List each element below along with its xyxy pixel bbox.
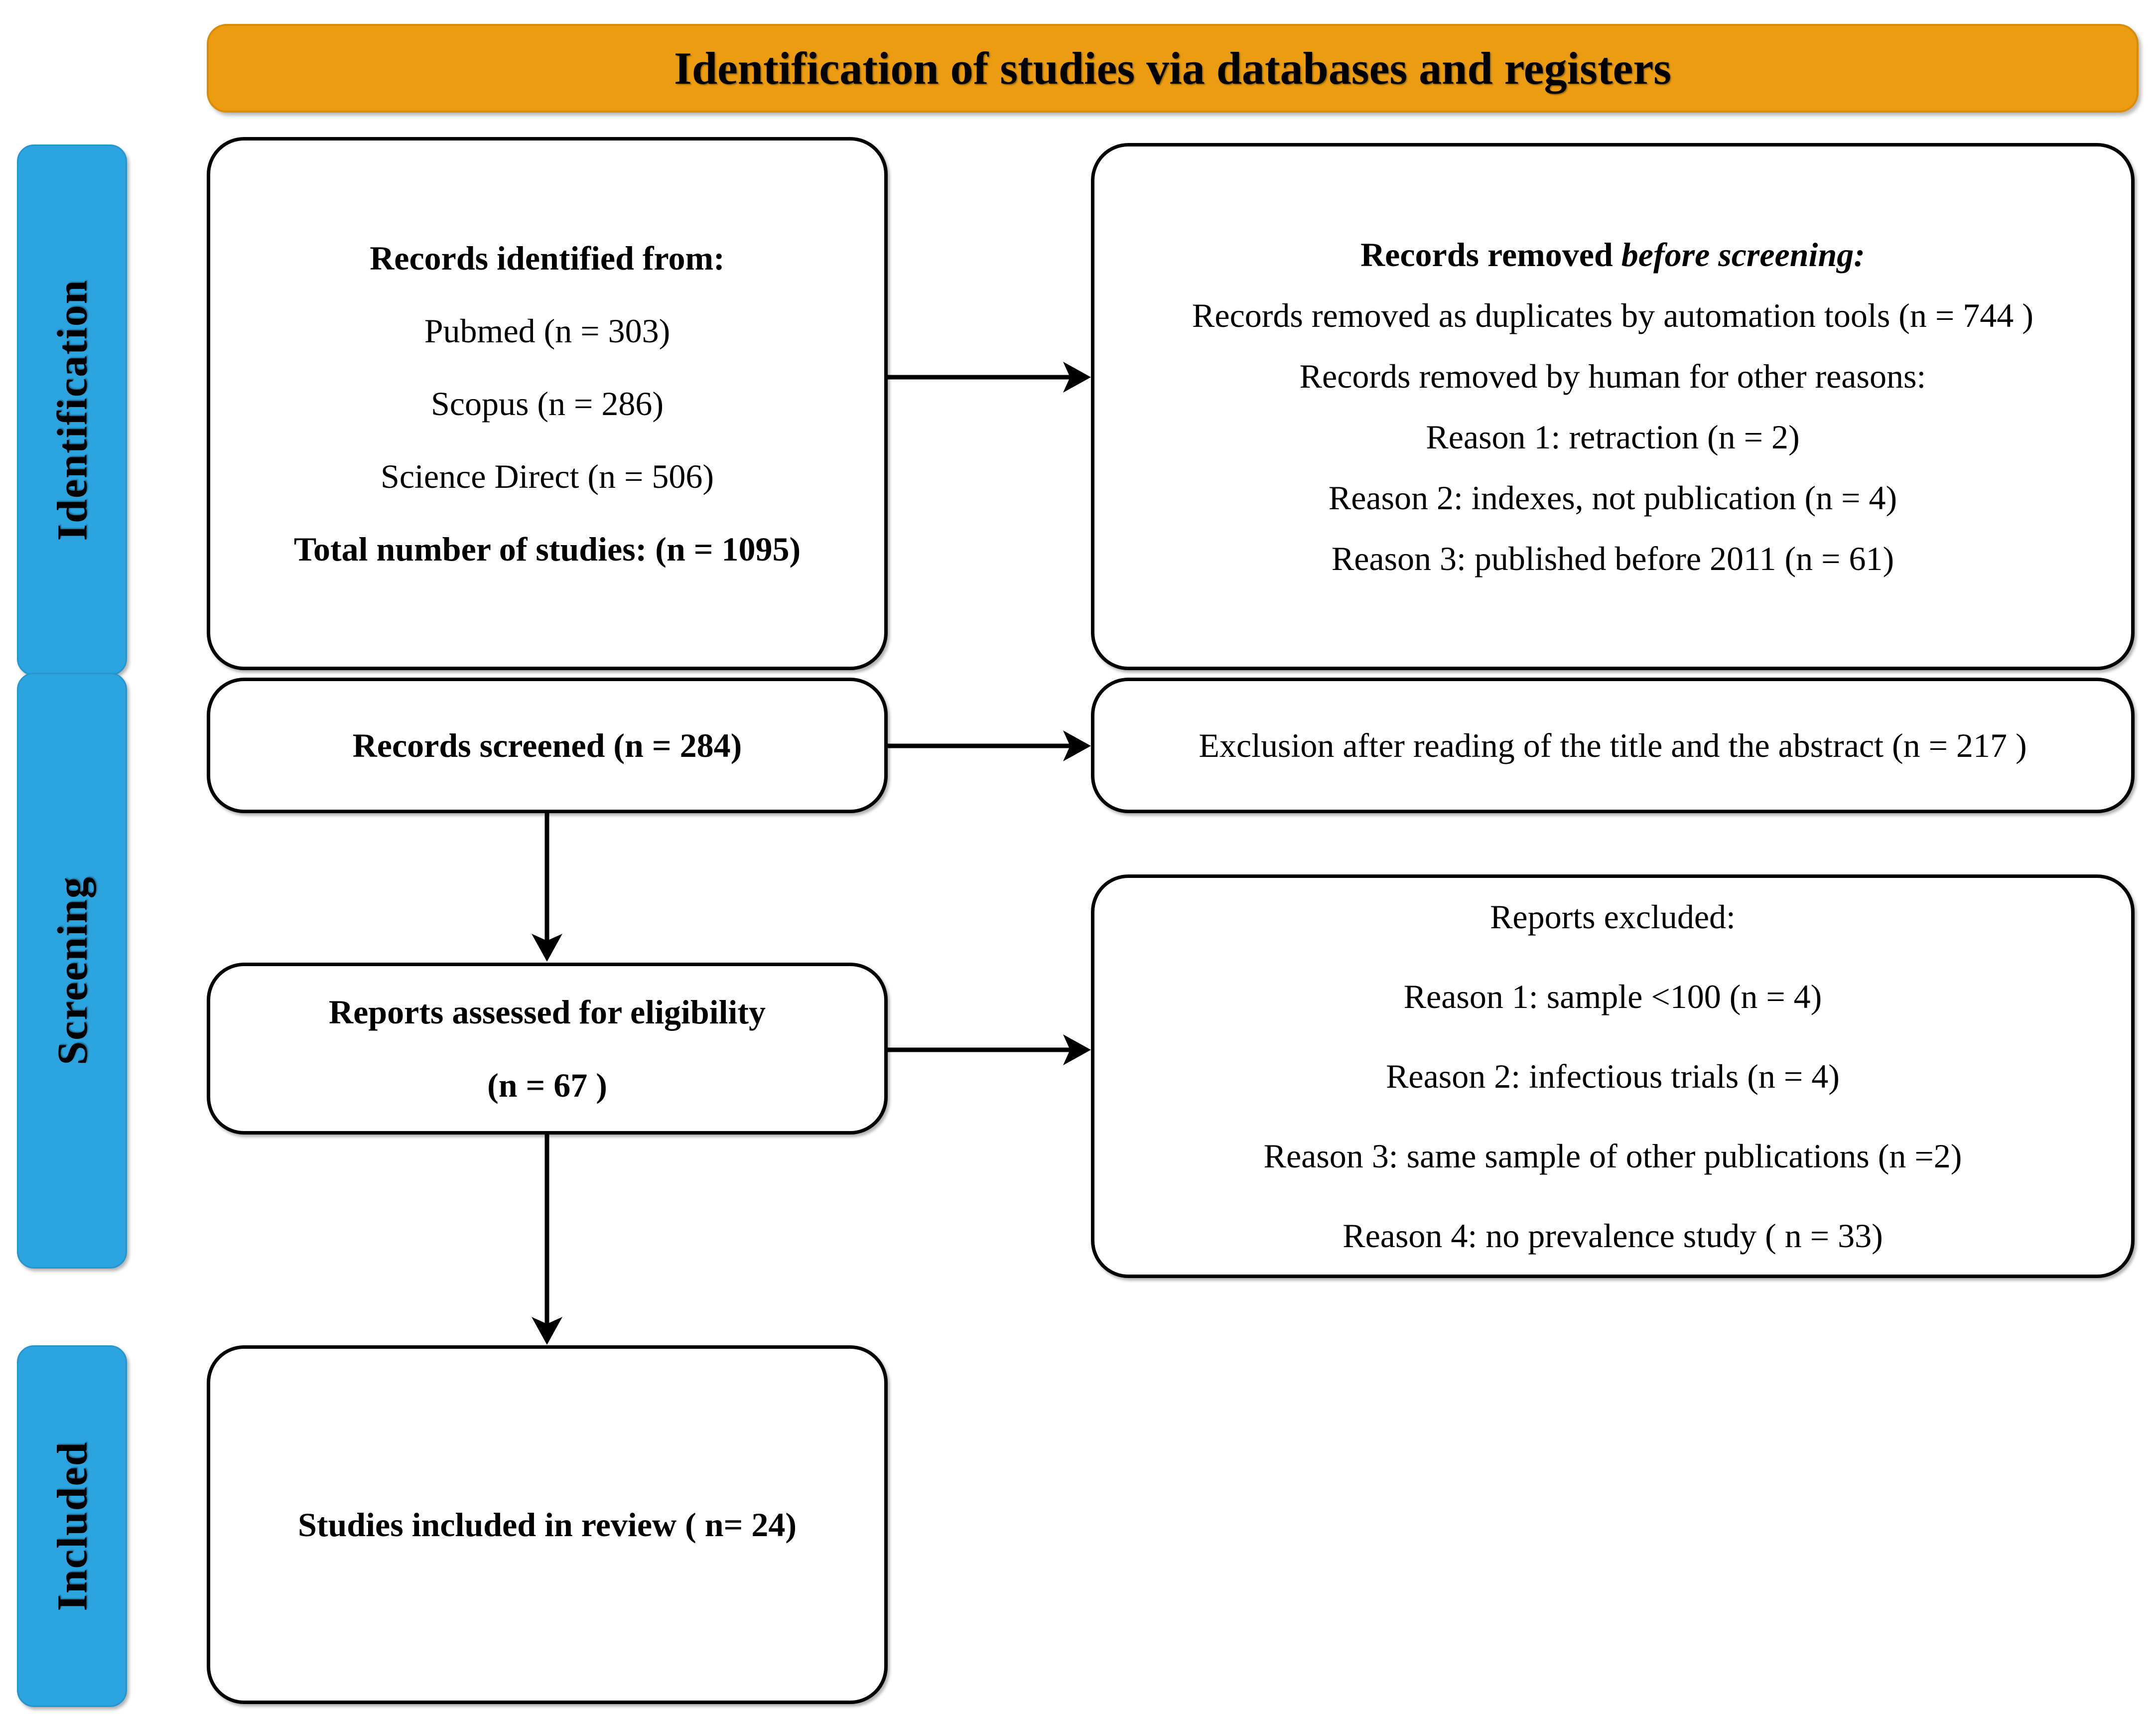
records-removed-title: Records removed before screening: xyxy=(1360,236,1865,274)
reports-excluded-line-3: Reason 4: no prevalence study ( n = 33) xyxy=(1343,1217,1883,1255)
records-removed-line-0: Records removed as duplicates by automat… xyxy=(1192,296,2033,334)
records-identified-title: Records identified from: xyxy=(370,239,725,277)
reports-excluded-title: Reports excluded: xyxy=(1490,897,1736,936)
box-records-removed-before-screening: Records removed before screening: Record… xyxy=(1091,143,2135,670)
box-exclusion-title-abstract: Exclusion after reading of the title and… xyxy=(1091,678,2135,813)
records-identified-total: Total number of studies: (n = 1095) xyxy=(293,530,801,569)
records-removed-line-1: Records removed by human for other reaso… xyxy=(1299,357,1926,395)
stage-label-identification: Identification xyxy=(17,144,127,676)
arrow-identified-to-removed xyxy=(888,349,1097,409)
reports-eligibility-line-2: (n = 67 ) xyxy=(487,1066,607,1104)
box-reports-excluded: Reports excluded: Reason 1: sample <100 … xyxy=(1091,874,2135,1278)
records-removed-line-2: Reason 1: retraction (n = 2) xyxy=(1426,418,1800,456)
box-records-identified: Records identified from: Pubmed (n = 303… xyxy=(207,137,888,670)
records-identified-source-0: Pubmed (n = 303) xyxy=(424,311,671,350)
stage-label-identification-text: Identification xyxy=(48,279,96,541)
arrow-screened-to-exclusion xyxy=(888,717,1097,777)
arrow-eligibility-to-included xyxy=(517,1134,577,1348)
records-removed-line-3: Reason 2: indexes, not publication (n = … xyxy=(1328,479,1897,517)
records-removed-title-italic: before screening: xyxy=(1621,235,1865,274)
records-identified-source-1: Scopus (n = 286) xyxy=(430,384,664,423)
stage-label-included-text: Included xyxy=(48,1441,96,1611)
arrow-screened-to-eligibility xyxy=(517,813,577,965)
page-title: Identification of studies via databases … xyxy=(674,43,1671,94)
records-screened-label: Records screened (n = 284) xyxy=(352,726,742,764)
box-studies-included: Studies included in review ( n= 24) xyxy=(207,1345,888,1704)
records-removed-line-4: Reason 3: published before 2011 (n = 61) xyxy=(1331,540,1894,578)
stage-label-screening-text: Screening xyxy=(48,876,96,1065)
records-removed-title-plain: Records removed xyxy=(1360,235,1621,274)
exclusion-title-abstract-label: Exclusion after reading of the title and… xyxy=(1199,726,2027,764)
reports-excluded-line-1: Reason 2: infectious trials (n = 4) xyxy=(1386,1057,1840,1095)
box-reports-assessed-eligibility: Reports assessed for eligibility (n = 67… xyxy=(207,963,888,1135)
stage-label-included: Included xyxy=(17,1345,127,1707)
arrow-eligibility-to-excluded xyxy=(888,1021,1097,1081)
stage-label-screening: Screening xyxy=(17,673,127,1269)
reports-excluded-line-0: Reason 1: sample <100 (n = 4) xyxy=(1403,977,1822,1015)
diagram-header-band: Identification of studies via databases … xyxy=(207,24,2139,113)
reports-eligibility-line-1: Reports assessed for eligibility xyxy=(328,993,766,1031)
records-identified-source-2: Science Direct (n = 506) xyxy=(381,457,714,496)
reports-excluded-line-2: Reason 3: same sample of other publicati… xyxy=(1263,1137,1962,1175)
box-records-screened: Records screened (n = 284) xyxy=(207,678,888,813)
studies-included-label: Studies included in review ( n= 24) xyxy=(298,1505,797,1544)
